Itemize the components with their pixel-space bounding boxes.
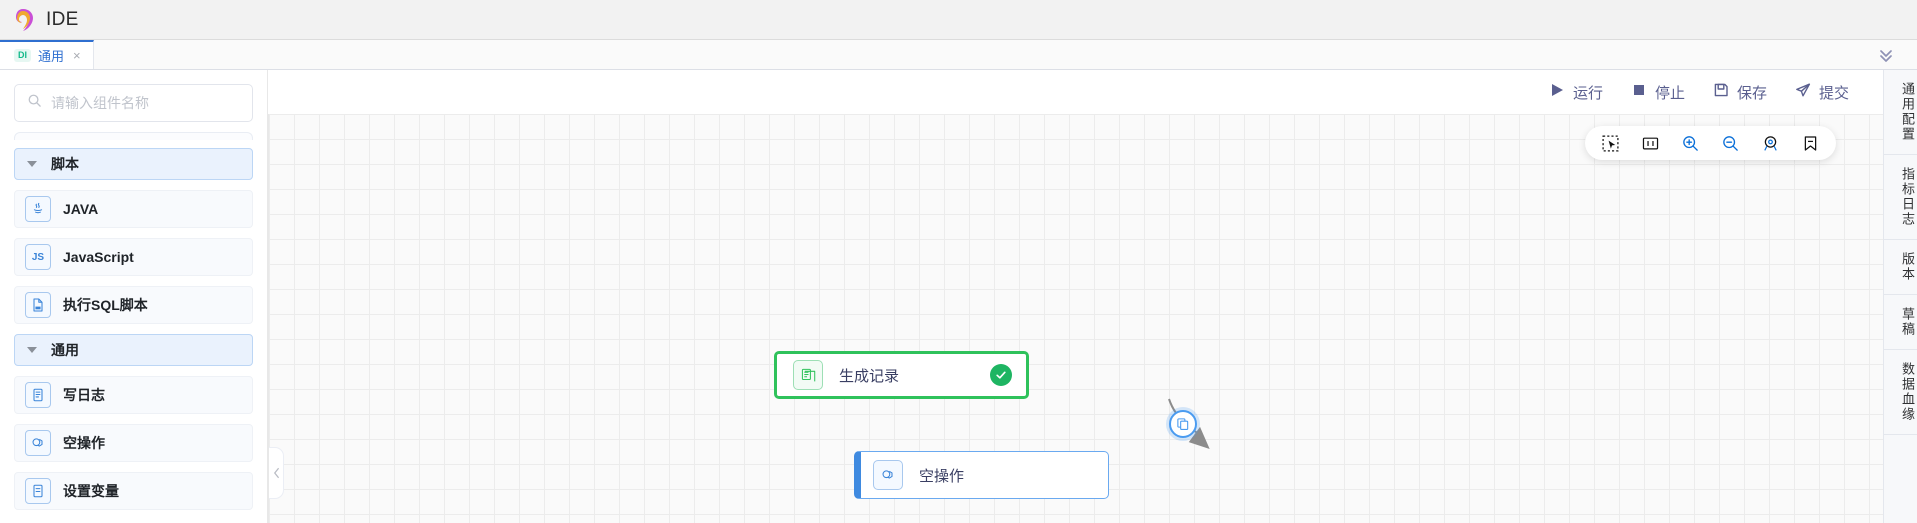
search-wrapper [0,70,267,132]
javascript-icon: JS [25,244,51,270]
sql-file-icon [25,292,51,318]
swirl-logo-icon [10,7,36,33]
palette-item-javascript[interactable]: JS JavaScript [14,238,253,276]
search-icon [27,93,42,113]
palette-item-empty-operation[interactable]: 空操作 [14,424,253,462]
tab-strip: DI 通用 × [0,40,1917,70]
zoom-in-icon[interactable] [1681,134,1700,153]
stop-button[interactable]: 停止 [1631,82,1685,103]
title-bar: IDE [0,0,1917,40]
play-icon [1549,82,1565,102]
palette-item-label: JavaScript [63,249,134,265]
palette-item-label: 空操作 [63,435,105,451]
save-button[interactable]: 保存 [1713,82,1767,103]
palette-group-title: 通用 [51,342,79,358]
flow-node-generate-records[interactable]: 生成记录 [774,351,1029,399]
run-label: 运行 [1572,84,1603,102]
palette-list: 脚本 JAVA JS JavaScript [0,140,267,523]
palette-group-header-common[interactable]: 通用 [14,334,253,366]
palette-group-title: 脚本 [51,156,79,172]
submit-button[interactable]: 提交 [1795,82,1849,103]
component-palette-panel: 脚本 JAVA JS JavaScript [0,70,268,523]
palette-group-header-script[interactable]: 脚本 [14,148,253,180]
caret-down-icon [27,161,37,167]
caret-down-icon [27,347,37,353]
palette-item-label: JAVA [63,201,99,217]
stop-icon [1631,82,1647,102]
submit-label: 提交 [1818,84,1849,102]
rail-tab-version[interactable]: 版本 [1884,240,1917,295]
rail-tab-draft[interactable]: 草稿 [1884,295,1917,350]
close-icon[interactable]: × [73,48,81,63]
locate-icon[interactable] [1761,134,1780,153]
edge-copy-badge[interactable] [1169,410,1197,438]
flow-node-label: 生成记录 [839,367,900,385]
save-icon [1713,82,1729,102]
action-toolbar: 运行 停止 保存 [268,70,1883,114]
flow-node-empty-operation[interactable]: 空操作 [854,451,1109,499]
fit-view-icon[interactable] [1641,134,1660,153]
java-icon [25,196,51,222]
bookmark-icon[interactable] [1801,134,1820,153]
canvas-toolbar [1585,126,1836,160]
send-icon [1795,82,1811,102]
empty-operation-icon [25,430,51,456]
workspace: 脚本 JAVA JS JavaScript [0,70,1917,523]
set-variable-icon [25,478,51,504]
tab-label: 通用 [38,49,65,64]
search-box[interactable] [14,84,253,122]
flow-node-label: 空操作 [919,467,965,485]
zoom-out-icon[interactable] [1721,134,1740,153]
app-title: IDE [46,8,79,30]
tab-type-badge: DI [14,49,31,62]
save-label: 保存 [1736,84,1767,102]
panel-collapse-handle[interactable] [269,447,284,499]
stop-label: 停止 [1654,84,1685,102]
check-circle-icon [990,364,1012,386]
palette-item-java[interactable]: JAVA [14,190,253,228]
double-chevron-down-icon[interactable] [1877,46,1895,64]
palette-item-label: 设置变量 [63,483,119,499]
palette-item-write-log[interactable]: 写日志 [14,376,253,414]
rail-tab-general-config[interactable]: 通用配置 [1884,70,1917,155]
marquee-select-icon[interactable] [1601,134,1620,153]
records-document-icon [793,360,823,390]
palette-item-set-variable[interactable]: 设置变量 [14,472,253,510]
empty-operation-icon [873,460,903,490]
tab-strip-right [1877,40,1917,69]
palette-item-label: 执行SQL脚本 [63,297,148,313]
palette-item-execute-sql[interactable]: 执行SQL脚本 [14,286,253,324]
right-rail: 通用配置 指标日志 版本 草稿 数据血缘 [1883,70,1917,523]
canvas-region: 运行 停止 保存 [268,70,1883,523]
search-input[interactable] [51,95,240,111]
tab-tongyong[interactable]: DI 通用 × [0,40,94,69]
flow-canvas[interactable]: 生成记录 空操作 [268,114,1883,523]
run-button[interactable]: 运行 [1549,82,1603,103]
rail-tab-data-lineage[interactable]: 数据血缘 [1884,350,1917,435]
scrolled-item-sliver [14,132,253,140]
rail-tab-metric-log[interactable]: 指标日志 [1884,155,1917,240]
palette-item-label: 写日志 [63,387,105,403]
log-document-icon [25,382,51,408]
